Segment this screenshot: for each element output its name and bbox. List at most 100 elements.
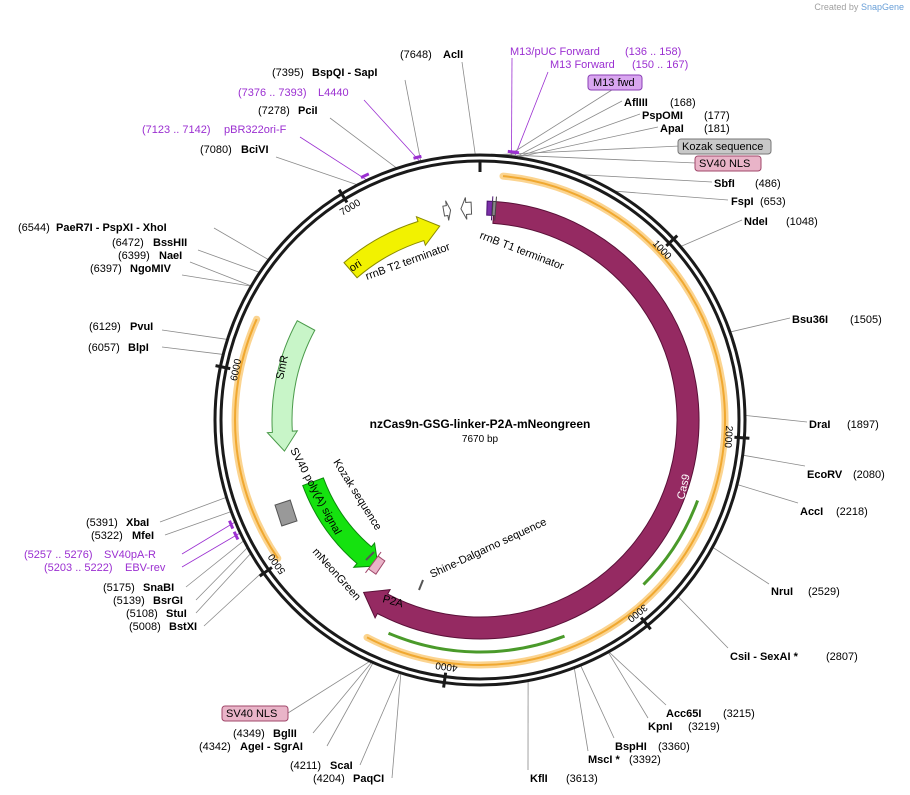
leader-line <box>213 227 269 260</box>
plasmid-length: 7670 bp <box>462 434 499 445</box>
m13-fwd-box[interactable] <box>587 74 643 91</box>
site-labels: (7648) AclI (7395) BspQI - SapI (7278) P… <box>18 49 885 785</box>
plasmid-name: nzCas9n-GSG-linker-P2A-mNeongreen <box>370 417 591 431</box>
primer-name: M13/pUC Forward <box>510 46 600 58</box>
leader-line <box>608 652 649 719</box>
leader-line <box>737 484 799 504</box>
feature-shine-dalgarno-tick <box>418 579 424 591</box>
site-pos: (4342) <box>199 741 231 753</box>
leader-line <box>197 249 260 273</box>
site-pos: (3613) <box>566 773 598 785</box>
leader-line <box>185 540 244 588</box>
leader-line <box>574 668 589 752</box>
leader-line <box>299 136 367 180</box>
site-pos: (7395) <box>272 67 304 79</box>
site-pos: (3360) <box>658 741 690 753</box>
site-name: SnaBI <box>143 582 174 594</box>
leader-line <box>514 71 549 157</box>
feature-mneongreen-arrow[interactable] <box>302 477 379 568</box>
tick-mark <box>442 672 448 688</box>
site-pos: (168) <box>670 97 696 109</box>
primer-mark <box>232 531 240 541</box>
leader-line <box>189 261 251 286</box>
site-name: BspQI - SapI <box>312 67 377 79</box>
leader-line <box>312 662 372 734</box>
feature-sv40-polya-box[interactable] <box>274 499 298 527</box>
primer-name: SV40pA-R <box>104 549 156 561</box>
leader-line <box>583 174 713 183</box>
tick-mark <box>639 616 652 631</box>
leader-line <box>326 663 374 747</box>
site-pos: (653) <box>760 196 786 208</box>
feature-arrows <box>266 196 700 640</box>
leader-line <box>615 190 729 201</box>
label-ori: ori <box>347 258 364 275</box>
site-name: BsrGI <box>153 595 183 607</box>
leader-line <box>580 665 615 739</box>
site-pos: (7648) <box>400 49 432 61</box>
site-name: KpnI <box>648 721 672 733</box>
leader-line <box>181 522 235 555</box>
kozak-sequence-box[interactable] <box>677 138 772 155</box>
primer-range: (136 .. 158) <box>625 46 681 58</box>
site-pos: (5175) <box>103 582 135 594</box>
orf-arc-smr-inner <box>234 318 279 559</box>
primer-labels: M13/pUC Forward (136 .. 158) M13 Forward… <box>24 46 688 574</box>
orf-small-arrows <box>387 499 700 654</box>
leader-line <box>181 533 240 568</box>
feature-kozak-marker[interactable] <box>491 196 497 221</box>
tick-mark <box>337 188 349 204</box>
leader-line <box>745 415 808 423</box>
orf-arrow-right <box>642 499 700 586</box>
sv40-nls-box-bottom[interactable] <box>221 705 289 722</box>
leader-line <box>678 596 729 649</box>
site-name: BciVI <box>241 144 269 156</box>
primer-name: EBV-rev <box>125 562 166 574</box>
site-pos: (1897) <box>847 419 879 431</box>
feature-p2a-box[interactable] <box>365 551 386 575</box>
label-shine-dalgarno: Shine-Dalgarno sequence <box>428 516 548 581</box>
feature-smr-arrow[interactable] <box>266 320 316 452</box>
feature-ori-arrow[interactable] <box>343 215 441 279</box>
site-pos: (486) <box>755 178 781 190</box>
site-pos: (2080) <box>853 469 885 481</box>
site-pos: (6399) <box>118 250 150 262</box>
site-pos: (1048) <box>786 216 818 228</box>
site-pos: (4349) <box>233 728 265 740</box>
feature-cas9-arrow[interactable] <box>362 200 700 640</box>
feature-kozak-sequence-tick <box>365 551 375 561</box>
primer-range: (7123 .. 7142) <box>142 124 211 136</box>
site-pos: (3392) <box>629 754 661 766</box>
leader-line <box>516 100 623 157</box>
label-sv40-polya-signal: SV40 poly(A) signal <box>287 446 343 537</box>
site-pos: (2218) <box>836 506 868 518</box>
primer-name: pBR322ori-F <box>224 124 287 136</box>
site-pos: (5322) <box>91 530 123 542</box>
site-pos: (5391) <box>86 517 118 529</box>
m13-fwd-box-label: M13 fwd <box>593 77 635 89</box>
feature-rrnb-t2-arrow[interactable] <box>442 200 452 221</box>
tick-label: 4000 <box>434 659 458 673</box>
leader-line <box>329 117 397 168</box>
site-pos: (5008) <box>129 621 161 633</box>
site-pos: (6544) <box>18 222 50 234</box>
site-name: Bsu36I <box>792 314 828 326</box>
leader-lines <box>159 57 808 779</box>
feature-rrnb-t1-arrow[interactable] <box>460 197 473 220</box>
sv40-nls-box-top[interactable] <box>694 155 762 172</box>
site-name: BstXI <box>169 621 197 633</box>
site-pos: (7278) <box>258 105 290 117</box>
credit-prefix: Created by <box>814 2 859 12</box>
tick-label: 6000 <box>229 358 244 382</box>
label-p2a: P2A <box>381 593 405 610</box>
label-smr: SmR <box>274 354 291 380</box>
feature-sv40-nls-marker[interactable] <box>486 196 494 221</box>
leader-line <box>181 274 251 287</box>
site-pos: (4211) <box>290 760 321 772</box>
leader-line <box>195 547 248 601</box>
primer-name: L4440 <box>318 87 349 99</box>
leader-line <box>195 553 251 614</box>
leader-line <box>681 219 743 247</box>
site-pos: (5108) <box>126 608 158 620</box>
leader-line <box>609 652 667 706</box>
